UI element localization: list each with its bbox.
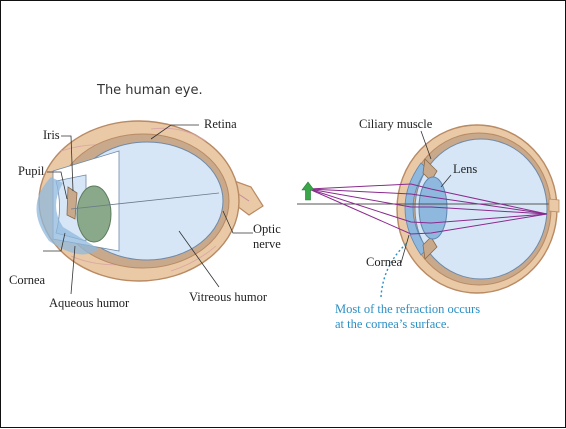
iris [67,187,77,219]
left-eye-illustration [36,121,263,281]
label-vitreous-humor: Vitreous humor [189,290,268,304]
label-iris: Iris [43,128,60,142]
label-pupil: Pupil [18,164,45,178]
label-cornea-right: Cornea [366,255,403,269]
refraction-note-line2: at the cornea’s surface. [335,317,450,331]
object-arrow-icon [302,182,314,200]
label-retina: Retina [204,117,237,131]
label-optic-nerve-line1: Optic [253,222,281,236]
figure-title: The human eye. [96,83,203,98]
label-aqueous-humor: Aqueous humor [49,296,130,310]
label-lens: Lens [453,162,477,176]
lens-left [77,186,111,242]
label-optic-nerve-line2: nerve [253,237,281,251]
refraction-note-line1: Most of the refraction occurs [335,302,480,316]
label-cornea-left: Cornea [9,273,46,287]
label-ciliary-muscle: Ciliary muscle [359,117,433,131]
